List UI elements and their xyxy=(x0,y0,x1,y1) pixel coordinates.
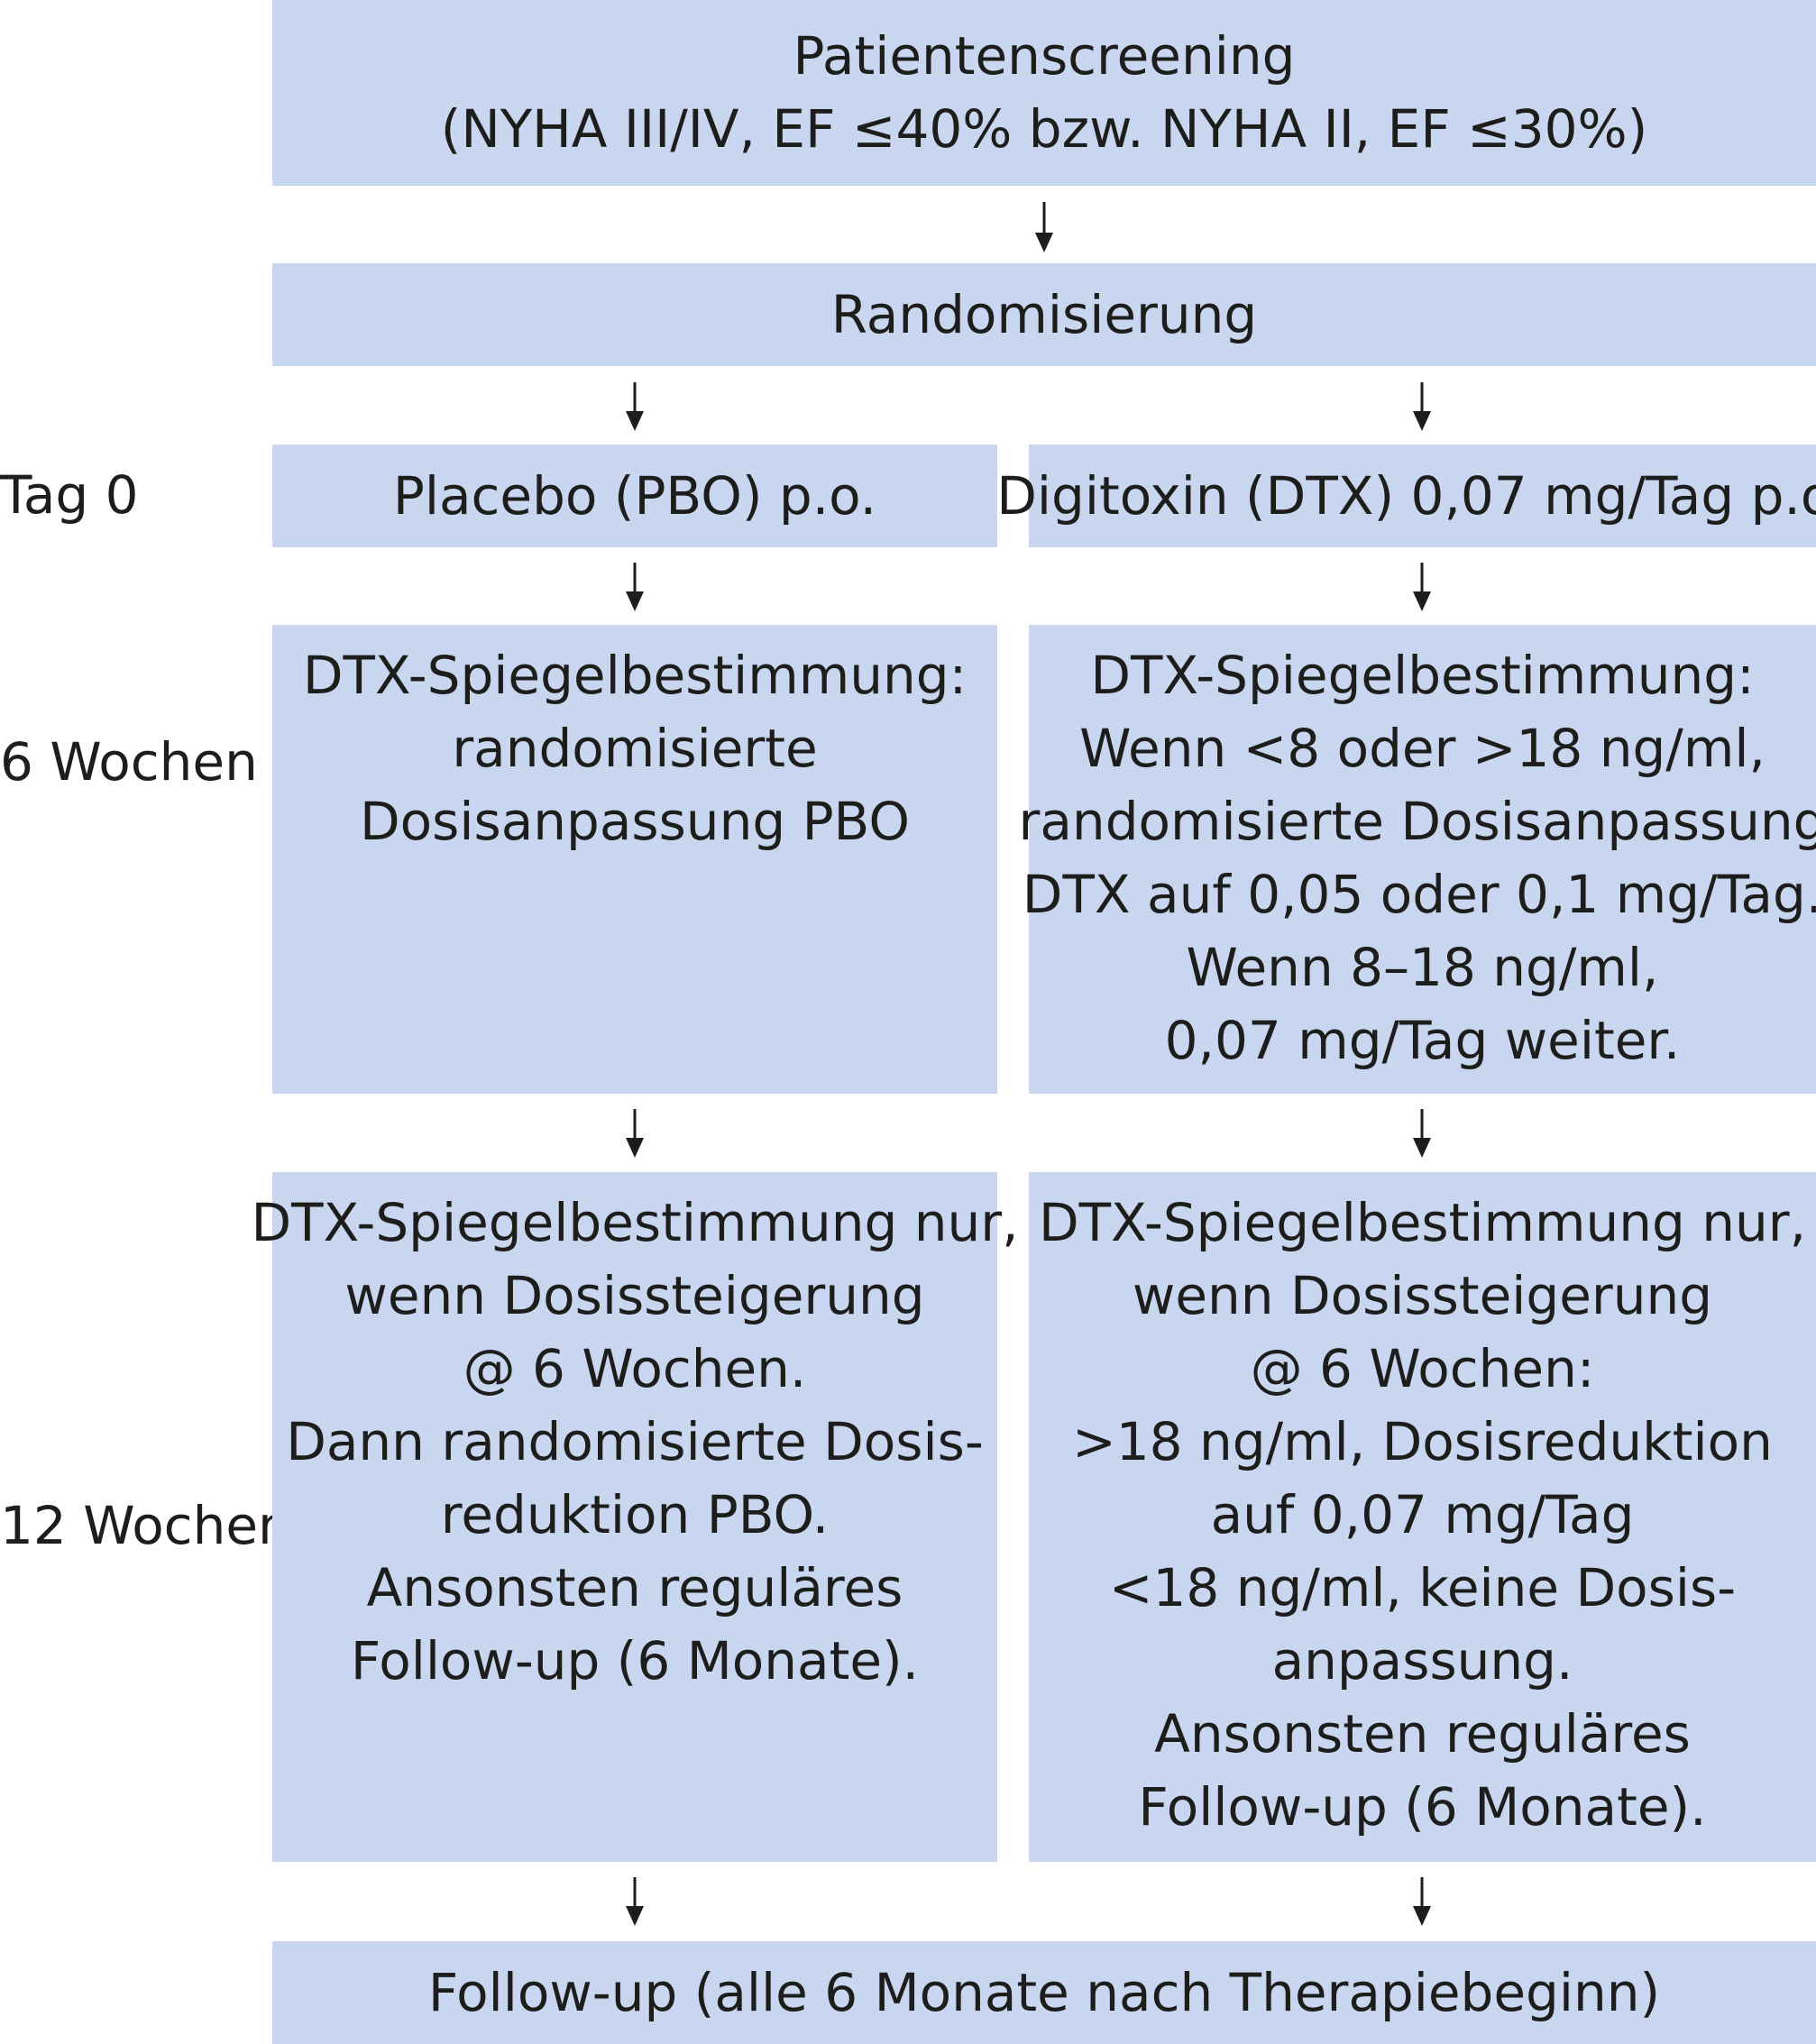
screening-criteria: (NYHA III/IV, EF ≤40% bzw. NYHA II, EF ≤… xyxy=(440,98,1648,160)
digitoxin-week6-line: Wenn <8 oder >18 ng/ml, xyxy=(1079,718,1766,779)
placebo-week12-line: wenn Dosissteigerung xyxy=(344,1265,925,1326)
placebo-start-label: Placebo (PBO) p.o. xyxy=(392,464,877,527)
randomization-box: Randomisierung xyxy=(272,263,1816,366)
arrow-down-icon xyxy=(626,591,644,611)
digitoxin-week12-line: auf 0,07 mg/Tag xyxy=(1210,1484,1635,1545)
placebo-week12-line: Follow-up (6 Monate). xyxy=(350,1630,920,1691)
digitoxin-week12-line: @ 6 Wochen: xyxy=(1250,1338,1595,1399)
digitoxin-week12-line: >18 ng/ml, Dosisreduktion xyxy=(1072,1411,1773,1472)
randomization-label: Randomisierung xyxy=(830,283,1258,345)
placebo-week12-line: @ 6 Wochen. xyxy=(463,1338,807,1399)
digitoxin-week6-line: DTX auf 0,05 oder 0,1 mg/Tag. xyxy=(1022,864,1816,925)
arrow-down-icon xyxy=(1035,233,1053,252)
digitoxin-week6-line: DTX-Spiegelbestimmung: xyxy=(1090,645,1755,706)
digitoxin-week12-line: wenn Dosissteigerung xyxy=(1132,1265,1713,1326)
followup-label: Follow-up (alle 6 Monate nach Therapiebe… xyxy=(427,1961,1661,2023)
time-label-week12: 12 Wochen xyxy=(0,1495,291,1556)
placebo-week12-line: reduktion PBO. xyxy=(440,1484,830,1545)
time-label-day0: Tag 0 xyxy=(0,464,139,526)
digitoxin-week6-line: Wenn 8–18 ng/ml, xyxy=(1186,937,1659,998)
arrow-down-icon xyxy=(1413,411,1431,431)
arrow-down-icon xyxy=(1413,1906,1431,1926)
time-label-week6: 6 Wochen xyxy=(0,731,258,793)
placebo-week12-line: DTX-Spiegelbestimmung nur, xyxy=(251,1192,1019,1253)
arrow-down-icon xyxy=(626,411,644,431)
placebo-week12-line: Dann randomisierte Dosis- xyxy=(286,1411,984,1472)
followup-box: Follow-up (alle 6 Monate nach Therapiebe… xyxy=(272,1941,1816,2044)
screening-title: Patientenscreening xyxy=(793,25,1296,87)
digitoxin-week12-line: anpassung. xyxy=(1271,1630,1573,1691)
arrow-down-icon xyxy=(626,1906,644,1926)
placebo-week6-line: Dosisanpassung PBO xyxy=(360,791,910,852)
placebo-start-box: Placebo (PBO) p.o. xyxy=(272,445,997,547)
digitoxin-week6-line: randomisierte Dosisanpassung xyxy=(1018,791,1816,852)
arrow-down-icon xyxy=(1413,1138,1431,1158)
digitoxin-week12-line: Ansonsten reguläres xyxy=(1154,1703,1691,1764)
digitoxin-start-label: Digitoxin (DTX) 0,07 mg/Tag p.o. xyxy=(996,464,1816,527)
placebo-week12-box: DTX-Spiegelbestimmung nur, wenn Dosisste… xyxy=(251,1172,1019,1862)
arrow-down-icon xyxy=(1413,591,1431,611)
digitoxin-week12-box: DTX-Spiegelbestimmung nur, wenn Dosisste… xyxy=(1029,1172,1816,1862)
placebo-week6-box: DTX-Spiegelbestimmung: randomisierte Dos… xyxy=(272,625,997,1094)
placebo-week12-line: Ansonsten reguläres xyxy=(366,1557,903,1618)
digitoxin-week6-line: 0,07 mg/Tag weiter. xyxy=(1164,1010,1681,1071)
digitoxin-week12-line: DTX-Spiegelbestimmung nur, xyxy=(1038,1192,1807,1253)
placebo-week6-line: randomisierte xyxy=(452,718,818,779)
arrow-down-icon xyxy=(626,1138,644,1158)
digitoxin-week12-line: <18 ng/ml, keine Dosis- xyxy=(1108,1557,1737,1618)
digitoxin-start-box: Digitoxin (DTX) 0,07 mg/Tag p.o. xyxy=(996,445,1816,547)
placebo-week6-line: DTX-Spiegelbestimmung: xyxy=(302,645,968,706)
digitoxin-week12-line: Follow-up (6 Monate). xyxy=(1138,1776,1707,1838)
screening-box: Patientenscreening (NYHA III/IV, EF ≤40%… xyxy=(272,0,1816,186)
digitoxin-week6-box: DTX-Spiegelbestimmung: Wenn <8 oder >18 … xyxy=(1019,625,1816,1094)
